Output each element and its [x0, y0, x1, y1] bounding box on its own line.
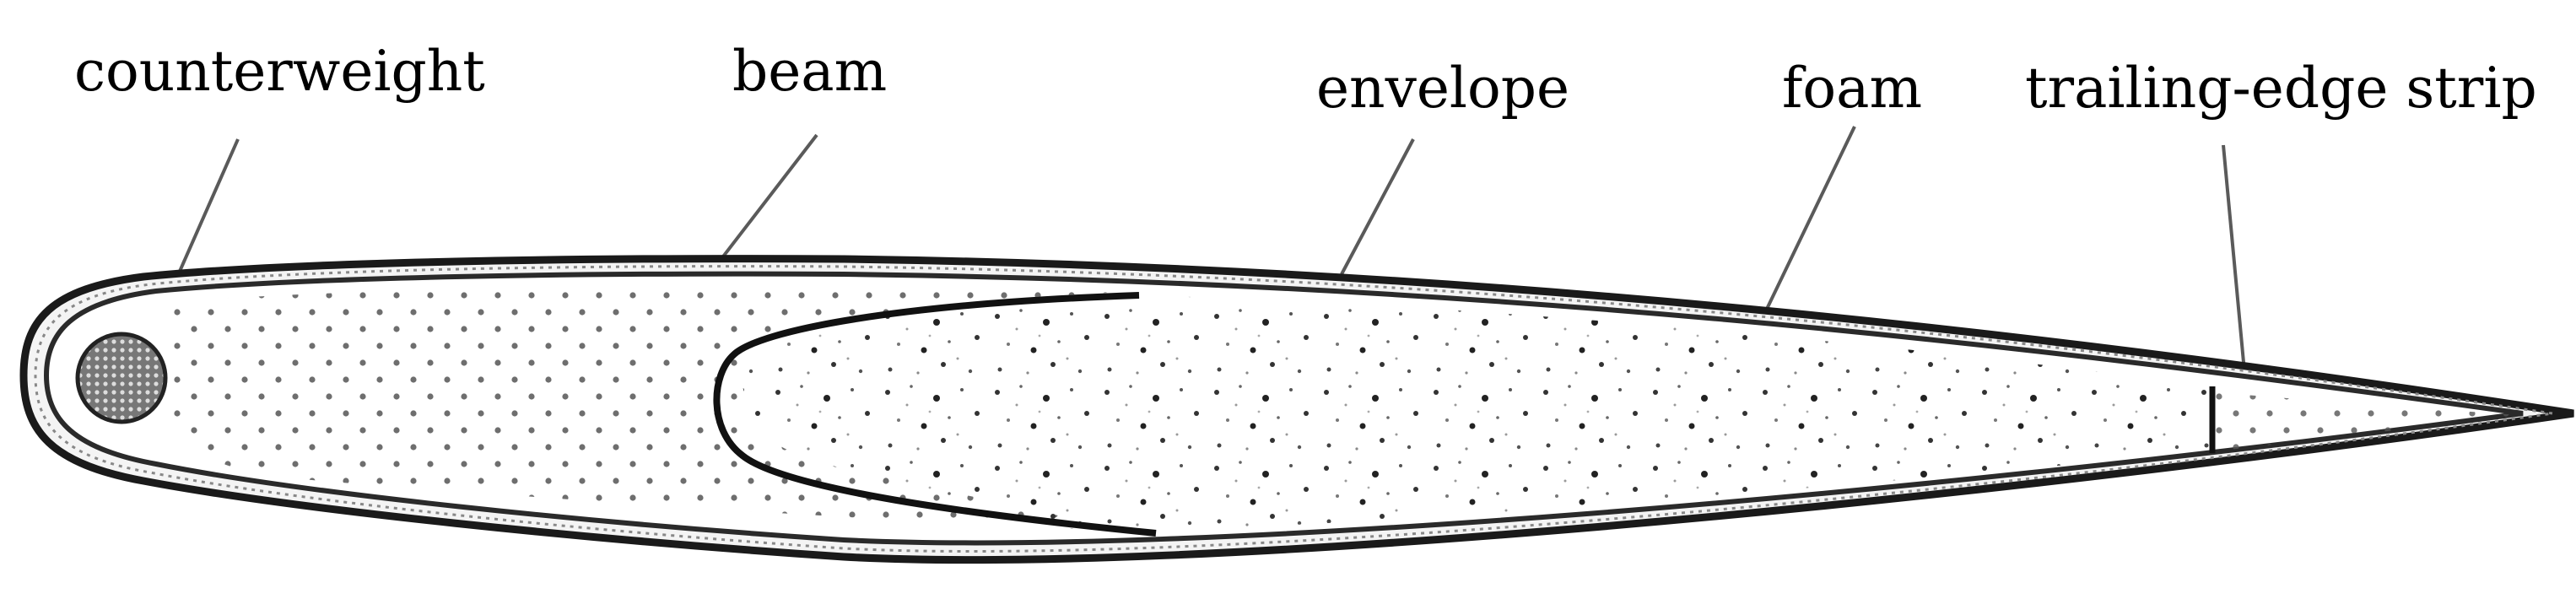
beam-region — [169, 286, 1148, 532]
label-counterweight: counterweight — [74, 39, 485, 104]
beam-outline — [713, 292, 1157, 537]
label-beam: beam — [732, 39, 888, 104]
counterweight — [75, 332, 168, 424]
label-trailing-edge-strip: trailing-edge strip — [2025, 56, 2537, 121]
trailing-edge-strip-region — [2215, 392, 2519, 451]
envelope-skin-dots — [34, 265, 2553, 553]
label-foam: foam — [1782, 56, 1923, 121]
leader-line-trailing-edge-strip — [2222, 144, 2246, 372]
leader-line-envelope — [1340, 138, 1415, 275]
foam-region — [743, 295, 2211, 532]
label-envelope: envelope — [1316, 56, 1570, 121]
